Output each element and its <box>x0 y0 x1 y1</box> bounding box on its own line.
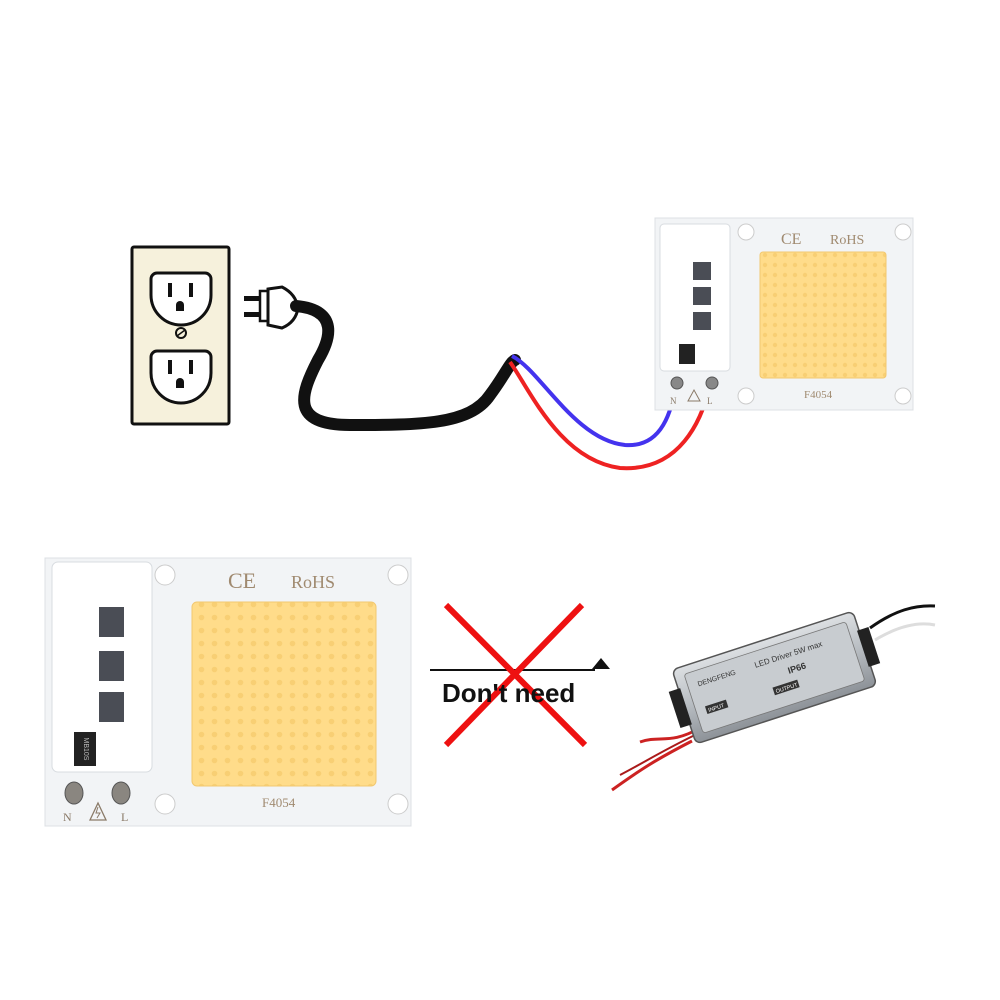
outlet-icon <box>130 245 231 426</box>
led-board-bottom: MB10S CE RoHS F4054 N L <box>44 557 412 827</box>
bridge-chip <box>679 344 695 364</box>
pin-l-label: L <box>707 396 713 406</box>
pin-n-label: N <box>670 396 677 406</box>
led-driver-icon: DENGFENG LED Driver 5W max IP66 INPUT OU… <box>611 604 936 792</box>
ce-mark: CE <box>228 568 256 593</box>
warning-icon <box>687 388 701 402</box>
dont-need-label: Don't need <box>442 678 575 708</box>
power-cable <box>290 300 521 432</box>
board-model: F4054 <box>262 795 296 810</box>
outlet-screw <box>175 327 187 339</box>
svg-text:INPUT: INPUT <box>708 703 726 714</box>
live-wire <box>508 360 712 471</box>
board-model: F4054 <box>804 389 833 401</box>
led-board-top: CE RoHS F4054 N L <box>654 217 914 411</box>
outlet-socket-top <box>149 271 213 327</box>
rohs-mark: RoHS <box>291 572 335 592</box>
outlet-socket-bottom <box>149 349 213 405</box>
plug-icon <box>244 285 300 330</box>
svg-text:MB10S: MB10S <box>82 738 89 761</box>
led-emitter <box>759 251 887 379</box>
terminal-l <box>111 781 131 805</box>
pin-n-label: N <box>63 810 72 824</box>
terminal-n <box>670 376 684 390</box>
led-emitter <box>191 601 377 787</box>
pin-l-label: L <box>121 810 128 824</box>
terminal-l <box>705 376 719 390</box>
cross-icon <box>430 602 610 748</box>
rohs-mark: RoHS <box>830 233 864 248</box>
ce-mark: CE <box>781 231 801 248</box>
warning-icon <box>88 801 108 821</box>
terminal-n <box>64 781 84 805</box>
bridge-chip: MB10S <box>74 732 96 766</box>
